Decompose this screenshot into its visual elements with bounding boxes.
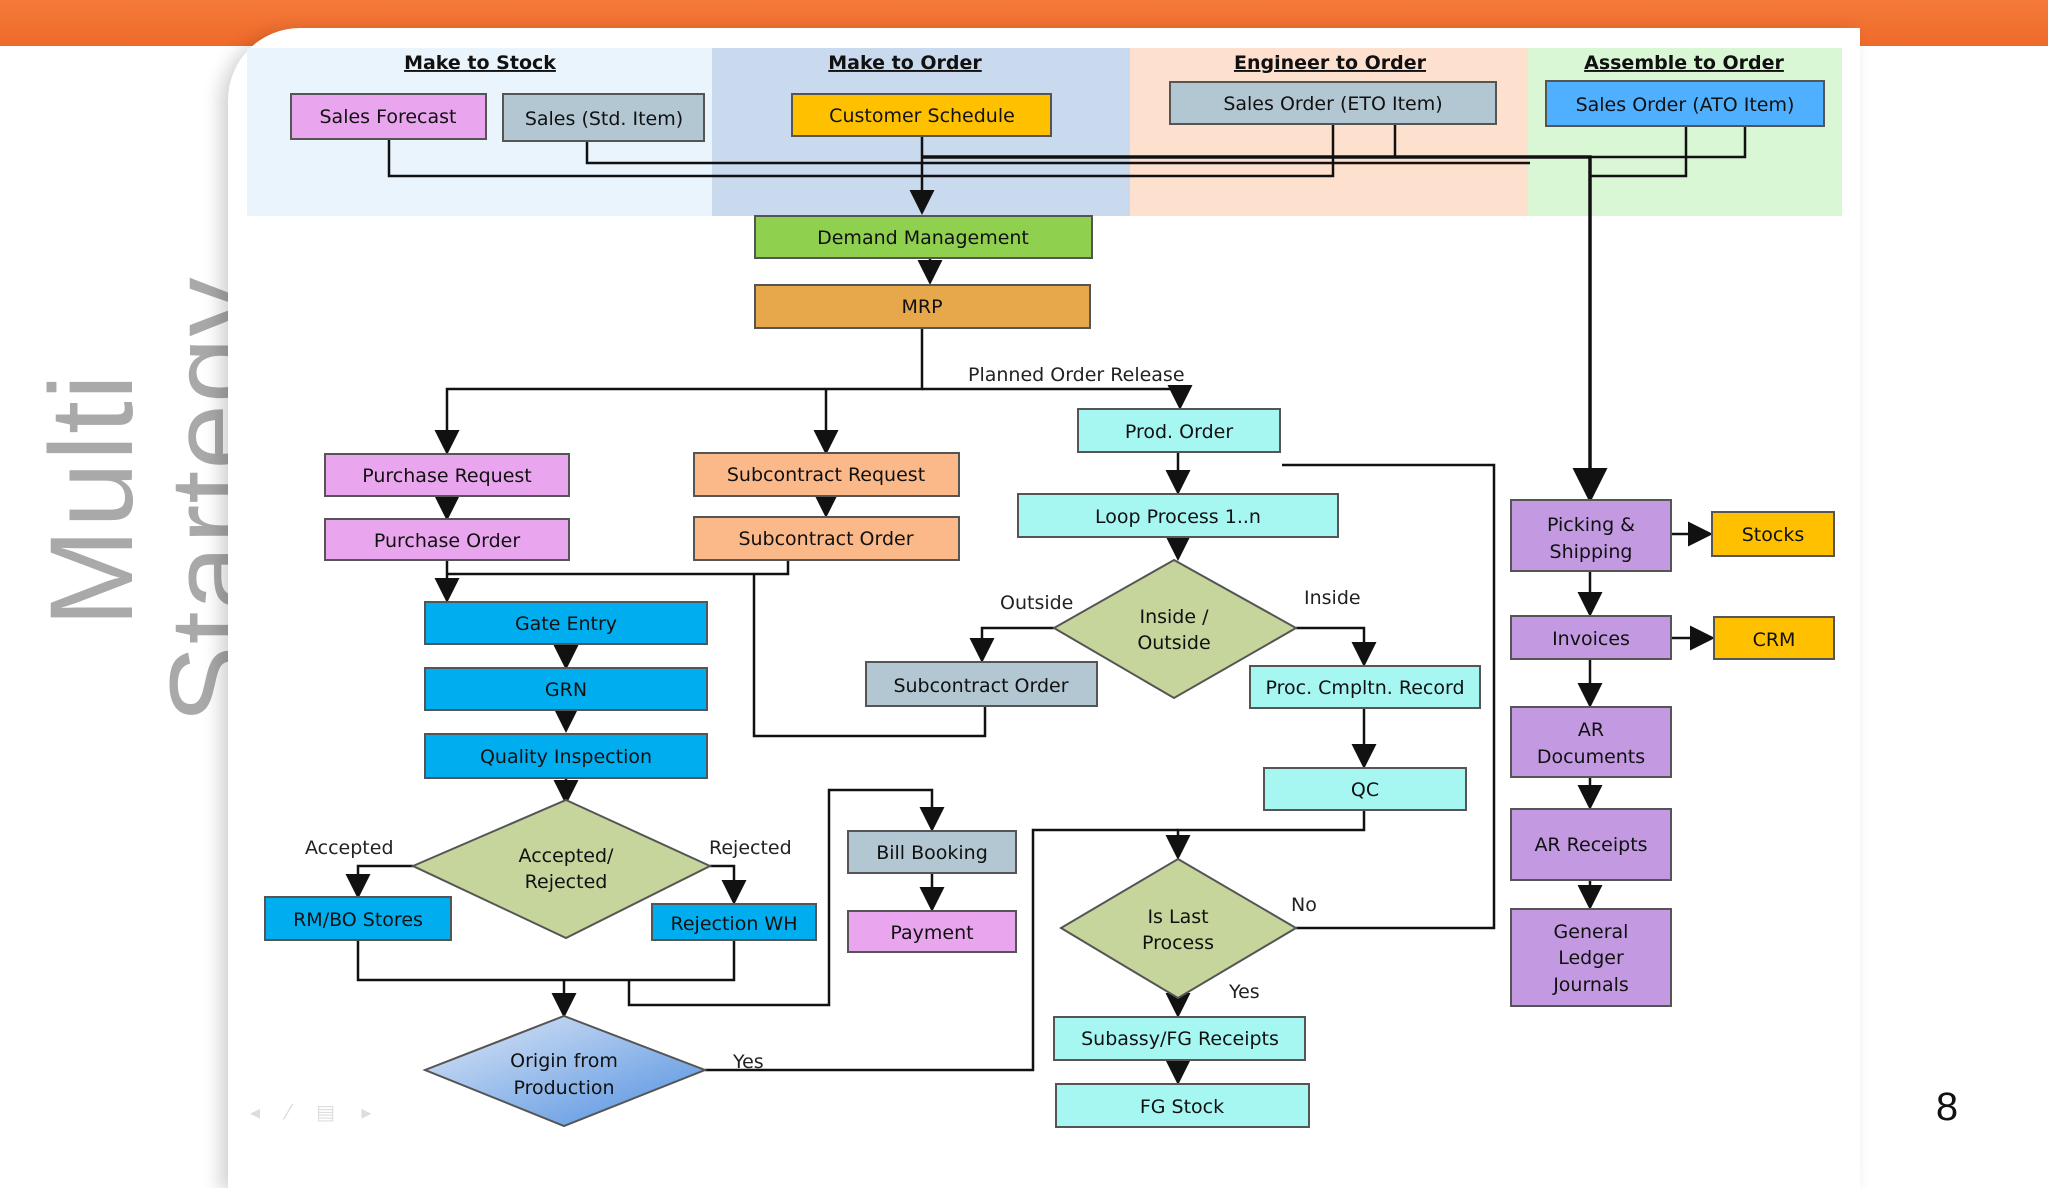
svg-text:Production: Production bbox=[513, 1077, 614, 1099]
svg-text:Shipping: Shipping bbox=[1550, 541, 1633, 563]
band-engineer-to-order bbox=[1130, 48, 1528, 216]
svg-text:Demand Management: Demand Management bbox=[817, 227, 1029, 249]
node-mrp: MRP bbox=[754, 284, 1091, 329]
node-invoices: Invoices bbox=[1510, 615, 1672, 660]
svg-text:Stocks: Stocks bbox=[1742, 524, 1804, 546]
heading-make-to-stock: Make to Stock bbox=[404, 52, 556, 74]
svg-text:Rejection WH: Rejection WH bbox=[671, 913, 798, 935]
svg-text:CRM: CRM bbox=[1753, 629, 1796, 651]
node-sales-forecast: Sales Forecast bbox=[290, 93, 487, 140]
svg-text:Rejected: Rejected bbox=[525, 871, 608, 893]
svg-text:Outside: Outside bbox=[1137, 632, 1210, 654]
node-prod-order: Prod. Order bbox=[1077, 408, 1281, 453]
svg-text:GRN: GRN bbox=[545, 679, 587, 701]
label-inside: Inside bbox=[1304, 587, 1361, 609]
slide-nav-controls[interactable]: ◂ ⁄ ▤ ▸ bbox=[250, 1100, 382, 1124]
node-demand-management: Demand Management bbox=[754, 215, 1093, 259]
node-subcontract-order-1: Subcontract Order bbox=[693, 516, 960, 561]
svg-text:Purchase Order: Purchase Order bbox=[374, 530, 521, 552]
svg-text:Purchase Request: Purchase Request bbox=[362, 465, 532, 487]
label-planned-order-release: Planned Order Release bbox=[968, 364, 1185, 386]
node-crm: CRM bbox=[1713, 616, 1835, 660]
node-fg-stock: FG Stock bbox=[1055, 1083, 1310, 1128]
svg-text:Customer Schedule: Customer Schedule bbox=[829, 105, 1015, 127]
decision-origin-from-production: Origin from Production bbox=[422, 1014, 708, 1128]
node-ar-receipts: AR Receipts bbox=[1510, 808, 1672, 881]
svg-text:Journals: Journals bbox=[1552, 974, 1629, 996]
node-gate-entry: Gate Entry bbox=[424, 601, 708, 645]
decision-is-last-process: Is Last Process bbox=[1059, 857, 1298, 1000]
svg-text:Sales Order (ATO Item): Sales Order (ATO Item) bbox=[1576, 94, 1795, 116]
node-purchase-request: Purchase Request bbox=[324, 453, 570, 497]
svg-text:Invoices: Invoices bbox=[1552, 628, 1630, 650]
svg-text:AR Receipts: AR Receipts bbox=[1534, 834, 1647, 856]
svg-text:Bill Booking: Bill Booking bbox=[876, 842, 988, 864]
node-sales-order-ato: Sales Order (ATO Item) bbox=[1545, 80, 1825, 127]
node-bill-booking: Bill Booking bbox=[847, 830, 1017, 874]
heading-assemble-to-order: Assemble to Order bbox=[1584, 52, 1784, 74]
svg-text:QC: QC bbox=[1351, 779, 1379, 801]
svg-text:Documents: Documents bbox=[1537, 746, 1645, 768]
svg-text:General: General bbox=[1554, 921, 1629, 943]
svg-text:Picking &: Picking & bbox=[1547, 514, 1635, 536]
node-proc-cmpltn-record: Proc. Cmpltn. Record bbox=[1249, 665, 1481, 709]
svg-text:Subassy/FG Receipts: Subassy/FG Receipts bbox=[1081, 1028, 1279, 1050]
node-purchase-order: Purchase Order bbox=[324, 518, 570, 561]
svg-text:Is Last: Is Last bbox=[1147, 906, 1208, 928]
node-rejection-wh: Rejection WH bbox=[651, 903, 817, 941]
svg-text:AR: AR bbox=[1578, 719, 1604, 741]
label-outside: Outside bbox=[1000, 592, 1073, 614]
node-grn: GRN bbox=[424, 667, 708, 711]
svg-text:Accepted/: Accepted/ bbox=[519, 845, 615, 867]
svg-text:Inside /: Inside / bbox=[1139, 606, 1209, 628]
node-quality-inspection: Quality Inspection bbox=[424, 733, 708, 779]
node-subcontract-request: Subcontract Request bbox=[693, 452, 960, 497]
node-sales-order-eto: Sales Order (ETO Item) bbox=[1169, 81, 1497, 125]
node-rm-bo-stores: RM/BO Stores bbox=[264, 896, 452, 941]
node-ar-documents: AR Documents bbox=[1510, 706, 1672, 778]
svg-text:Subcontract Request: Subcontract Request bbox=[727, 464, 925, 486]
svg-text:Prod. Order: Prod. Order bbox=[1125, 421, 1233, 443]
svg-text:Loop Process 1..n: Loop Process 1..n bbox=[1095, 506, 1261, 528]
node-customer-schedule: Customer Schedule bbox=[791, 93, 1052, 137]
svg-text:Subcontract Order: Subcontract Order bbox=[893, 675, 1068, 697]
svg-text:Process: Process bbox=[1142, 932, 1214, 954]
heading-make-to-order: Make to Order bbox=[828, 52, 982, 74]
decision-inside-outside: Inside / Outside bbox=[1051, 558, 1299, 700]
svg-text:Payment: Payment bbox=[890, 922, 973, 944]
node-general-ledger-journals: General Ledger Journals bbox=[1510, 908, 1672, 1007]
svg-text:RM/BO Stores: RM/BO Stores bbox=[293, 909, 423, 931]
node-picking-shipping: Picking & Shipping bbox=[1510, 499, 1672, 572]
node-payment: Payment bbox=[847, 910, 1017, 953]
svg-text:Quality Inspection: Quality Inspection bbox=[480, 746, 652, 768]
label-yes-origin: Yes bbox=[732, 1051, 764, 1073]
svg-text:Origin from: Origin from bbox=[510, 1050, 618, 1072]
label-no: No bbox=[1291, 894, 1317, 916]
svg-text:Proc. Cmpltn. Record: Proc. Cmpltn. Record bbox=[1266, 677, 1465, 699]
svg-text:Sales Order (ETO Item): Sales Order (ETO Item) bbox=[1223, 93, 1442, 115]
svg-text:FG Stock: FG Stock bbox=[1140, 1096, 1224, 1118]
svg-text:Ledger: Ledger bbox=[1558, 947, 1624, 969]
node-subcontract-order-2: Subcontract Order bbox=[865, 661, 1098, 707]
node-loop-process: Loop Process 1..n bbox=[1017, 493, 1339, 538]
svg-text:Sales Forecast: Sales Forecast bbox=[319, 106, 456, 128]
node-sales-std-item: Sales (Std. Item) bbox=[502, 93, 705, 142]
strategy-flow-diagram: Make to Stock Make to Order Engineer to … bbox=[247, 48, 1842, 1128]
label-accepted: Accepted bbox=[305, 837, 394, 859]
node-subassy-fg-receipts: Subassy/FG Receipts bbox=[1053, 1016, 1306, 1061]
node-stocks: Stocks bbox=[1711, 511, 1835, 557]
connectors bbox=[345, 124, 1747, 1085]
svg-text:Sales (Std. Item): Sales (Std. Item) bbox=[525, 108, 683, 130]
page-number: 8 bbox=[1935, 1085, 1959, 1129]
node-qc: QC bbox=[1263, 767, 1467, 811]
label-yes-last: Yes bbox=[1228, 981, 1260, 1003]
decision-accepted-rejected: Accepted/ Rejected bbox=[410, 798, 713, 940]
label-rejected: Rejected bbox=[709, 837, 792, 859]
heading-engineer-to-order: Engineer to Order bbox=[1234, 52, 1427, 74]
svg-text:Gate Entry: Gate Entry bbox=[515, 613, 617, 635]
svg-text:Subcontract Order: Subcontract Order bbox=[738, 528, 913, 550]
svg-text:MRP: MRP bbox=[901, 296, 942, 318]
